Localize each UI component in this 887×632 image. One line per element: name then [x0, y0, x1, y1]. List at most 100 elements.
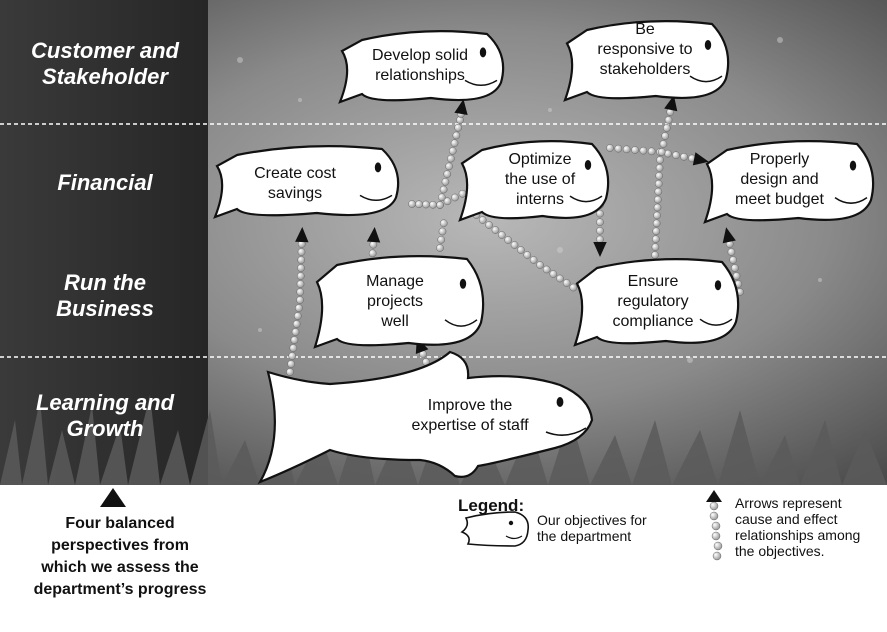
fish-eye	[714, 280, 722, 291]
bead	[485, 221, 493, 229]
bead	[517, 246, 525, 254]
arrow-head	[366, 227, 381, 243]
fish-eye	[374, 162, 382, 173]
bead	[458, 189, 467, 198]
fish-mouth	[834, 196, 868, 204]
bead	[436, 201, 444, 209]
create-cost-savings-fish	[213, 145, 400, 219]
fish-body	[213, 145, 400, 219]
chain-expertise-to-cost	[286, 227, 309, 376]
bead	[529, 256, 538, 264]
perspective-label-line: Run the	[64, 270, 146, 295]
bead	[664, 149, 672, 158]
objective-text-line: Develop solid	[371, 47, 469, 64]
bead	[654, 187, 663, 196]
perspectives-caption: Four balanced perspectives from which we…	[0, 513, 240, 601]
fish-body	[703, 140, 875, 224]
bead	[491, 226, 500, 234]
bead	[297, 256, 306, 264]
objective-text-line: interns	[515, 191, 565, 208]
objective-create-cost-savings: Create cost savings	[240, 164, 350, 204]
bead	[639, 146, 648, 155]
bead	[296, 280, 305, 288]
perspective-customer-stakeholder: Customer and Stakeholder	[0, 38, 210, 90]
chain-interns-to-relationships	[436, 99, 468, 209]
objective-text-line: savings	[267, 185, 323, 202]
bead	[596, 235, 604, 244]
arrow-head	[295, 227, 309, 243]
objective-text-line: Ensure	[627, 273, 679, 290]
objective-text-line: expertise of staff	[411, 417, 529, 434]
bead	[654, 195, 662, 204]
objective-regulatory-compliance: Ensure regulatory compliance	[598, 272, 708, 332]
bead	[478, 216, 487, 224]
bead	[408, 200, 416, 208]
chain-cost-to-interns	[408, 189, 467, 209]
design-meet-budget-fish	[703, 140, 875, 224]
arrow-head	[706, 490, 722, 502]
bead	[713, 541, 723, 551]
bead	[596, 209, 604, 218]
caption-line: perspectives from	[51, 537, 189, 554]
objective-text-line: design and	[740, 171, 819, 188]
fish-body	[338, 30, 505, 104]
bead	[295, 304, 303, 312]
legend-text-line: cause and effect	[735, 511, 838, 527]
fish-eye	[479, 47, 487, 58]
arrow-head	[593, 242, 607, 257]
bead	[437, 193, 446, 202]
objective-fishes	[213, 20, 875, 485]
perspective-label-line: Stakeholder	[42, 64, 168, 89]
bead	[653, 203, 662, 212]
bead	[651, 243, 660, 251]
perspective-label-line: Customer and	[31, 38, 179, 63]
objective-text-line: relationships	[375, 67, 465, 84]
legend-text-line: the department	[537, 528, 632, 544]
perspective-learning-growth: Learning and Growth	[0, 390, 210, 442]
caption-line: which we assess the	[41, 559, 199, 576]
perspective-financial: Financial	[0, 170, 210, 196]
bead	[655, 164, 664, 172]
bead	[729, 256, 737, 264]
bead	[286, 368, 294, 376]
fish-mouth	[569, 195, 603, 203]
caption-line: department’s progress	[33, 581, 207, 598]
bead	[296, 288, 305, 296]
bead	[542, 265, 551, 274]
objective-text-line: Properly	[749, 151, 810, 168]
bead	[657, 148, 666, 156]
legend-text-line: relationships among	[735, 527, 861, 543]
bead	[732, 272, 741, 280]
bead	[448, 147, 457, 155]
bead	[596, 218, 604, 227]
perspective-band	[0, 0, 208, 485]
bead	[510, 241, 519, 249]
objective-text-line: Be	[635, 21, 655, 38]
bead	[653, 211, 661, 220]
bead	[443, 170, 452, 178]
perspective-pointer-triangle	[100, 488, 126, 507]
bead	[429, 200, 437, 209]
legend-fish-text: Our objectives for the department	[537, 512, 647, 544]
legend-text-line: Arrows represent	[735, 495, 842, 511]
improve-expertise-fish	[257, 350, 594, 485]
bead	[663, 124, 671, 132]
legend-arrow-text: Arrows represent cause and effect relati…	[735, 495, 860, 559]
chain-projects-to-interns	[436, 219, 448, 252]
optimize-interns-fish	[458, 139, 610, 222]
bead	[441, 177, 450, 186]
bead	[438, 227, 447, 236]
bead	[290, 336, 299, 344]
bead	[631, 146, 639, 154]
fish-mouth	[689, 75, 723, 83]
caption-line: Four balanced	[65, 515, 175, 532]
bead	[654, 179, 663, 188]
objective-develop-relationships: Develop solid relationships	[355, 46, 485, 86]
objective-improve-expertise: Improve the expertise of staff	[395, 396, 545, 436]
fish-mouth	[699, 318, 733, 326]
chain-interns-to-budget	[606, 144, 709, 166]
be-responsive-fish	[563, 20, 730, 102]
perspective-label-line: Growth	[66, 416, 144, 441]
bead	[415, 200, 423, 209]
bead	[711, 531, 721, 541]
